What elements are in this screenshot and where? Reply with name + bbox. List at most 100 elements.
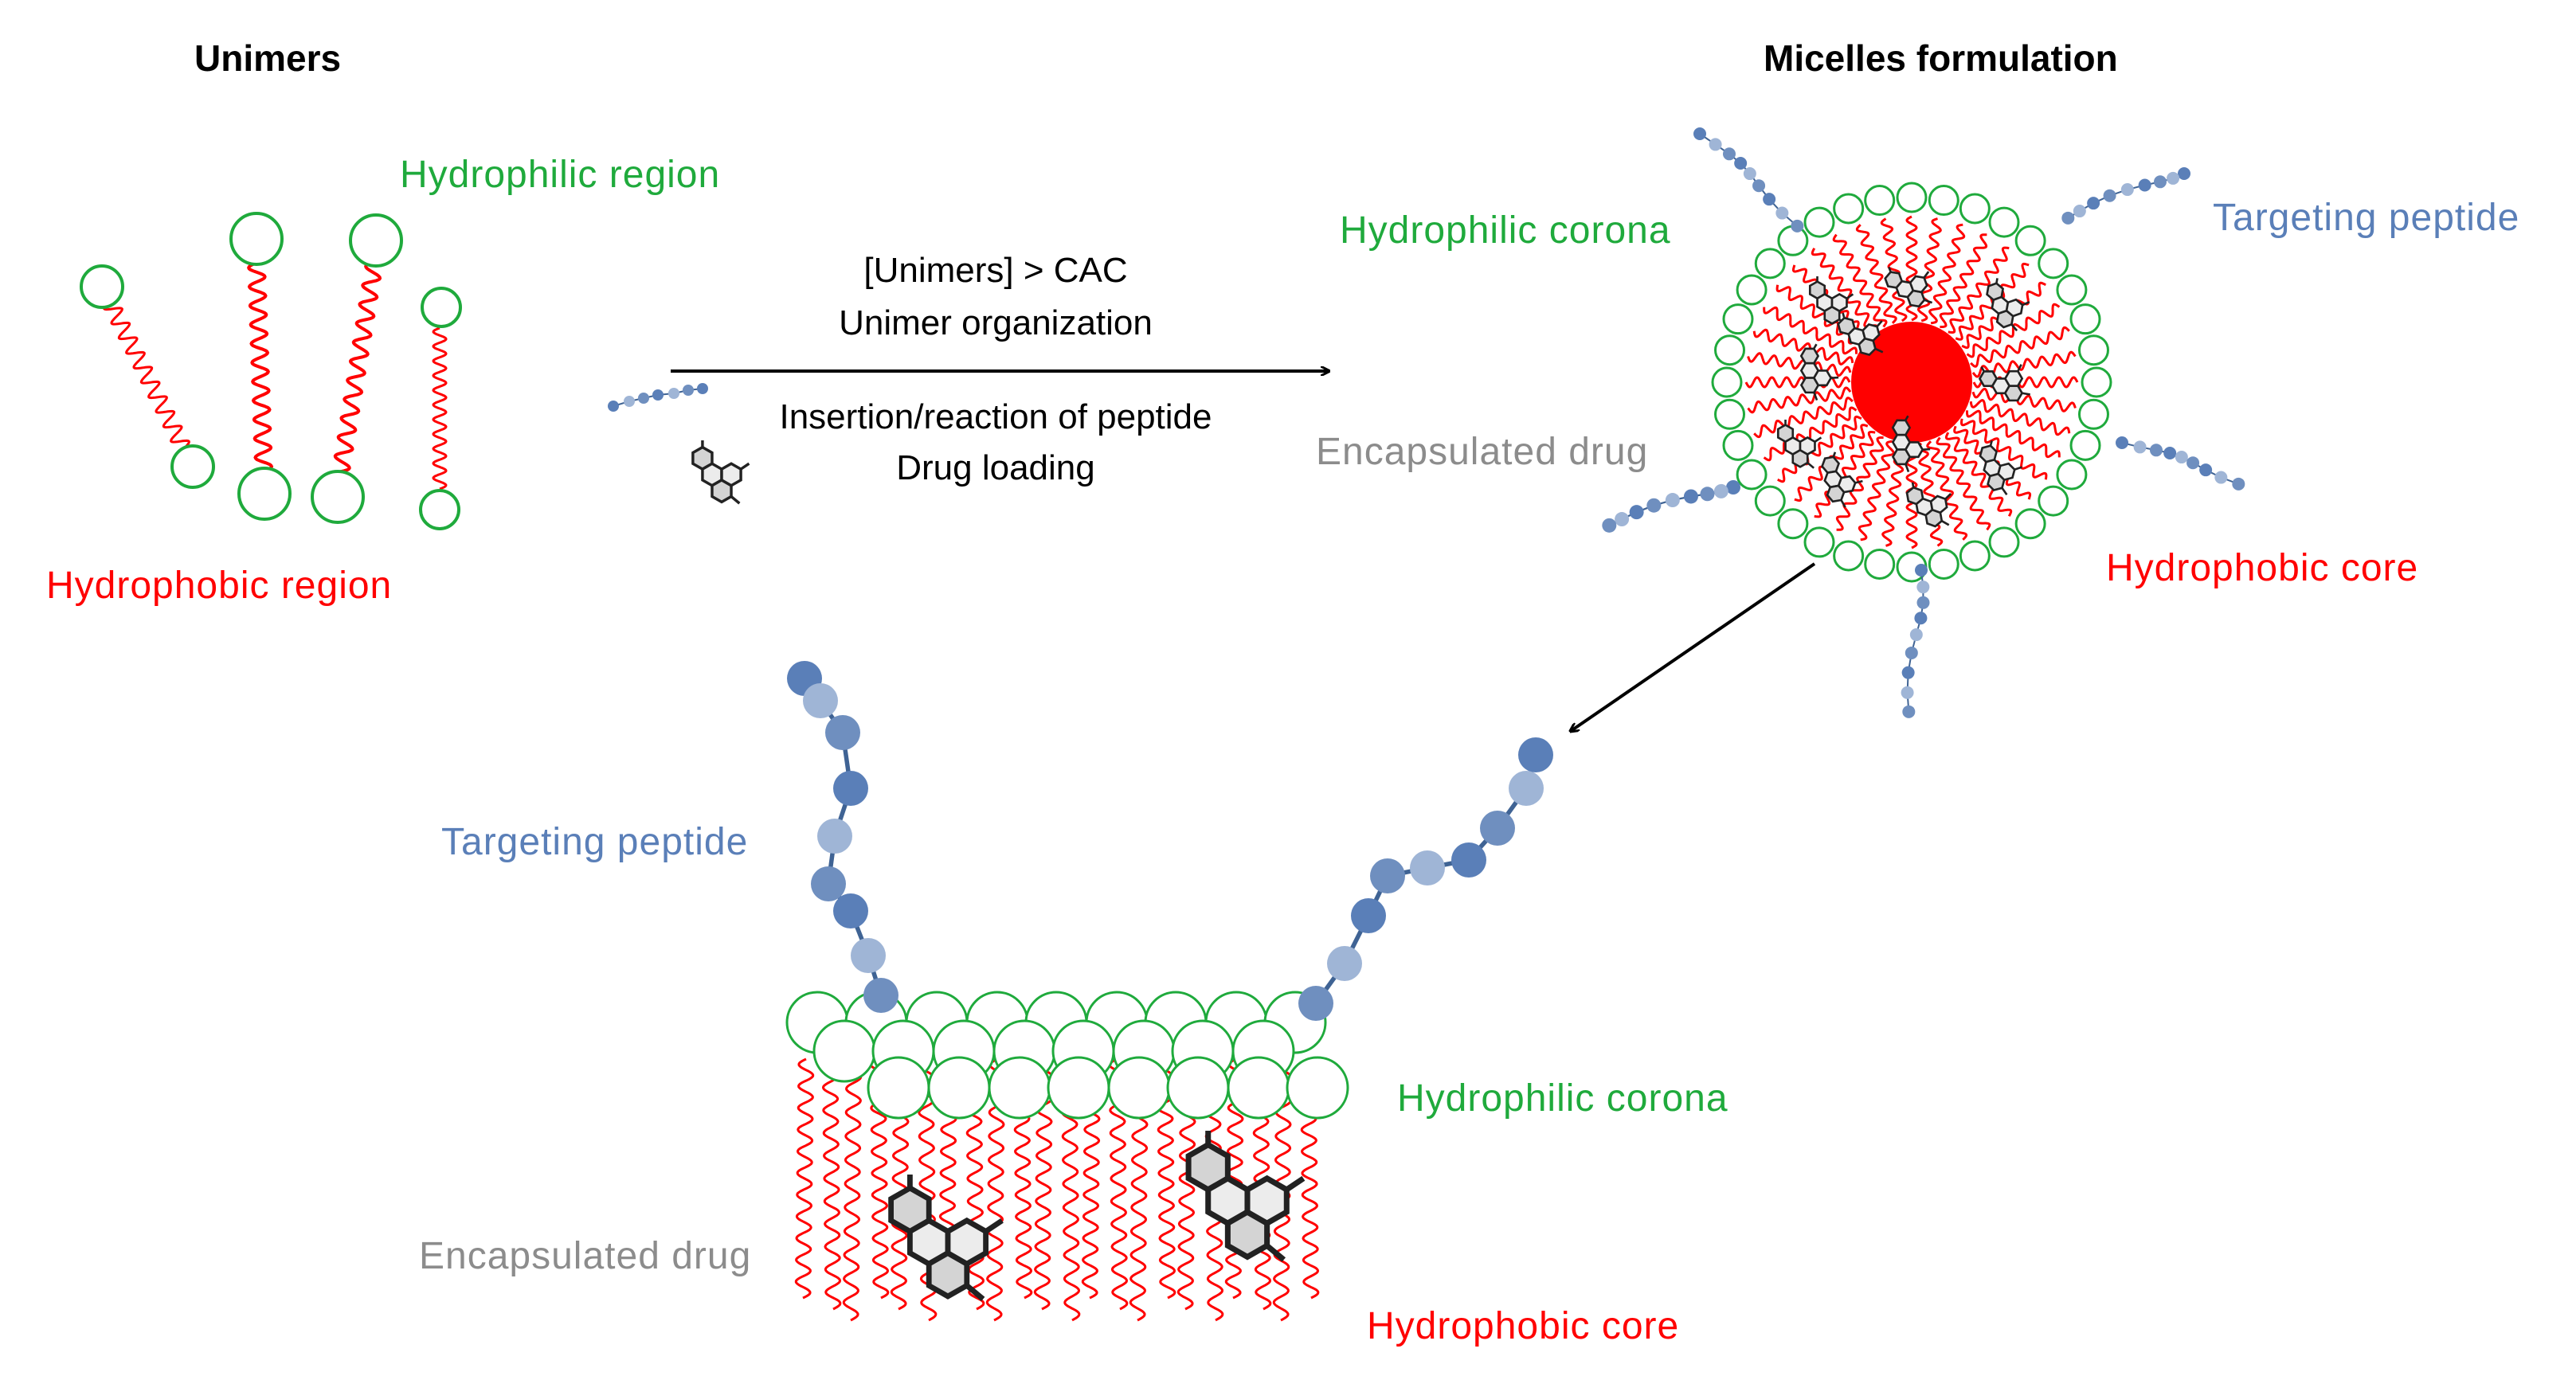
micelle-head	[1777, 508, 1809, 540]
micelle-tail	[1752, 328, 1854, 366]
micelle-peptide-bead	[2214, 471, 2228, 484]
unimer-3-end	[311, 470, 365, 524]
zoom-peptide-label: Targeting peptide	[441, 821, 749, 863]
micelle-peptide-bead	[2232, 477, 2245, 491]
micelle-head	[2077, 334, 2109, 366]
micelle-head	[2081, 366, 2112, 398]
micelle-tail	[1926, 440, 1968, 541]
micelle-peptide-bead	[1916, 596, 1930, 609]
zoom-peptide-right-bead	[1327, 946, 1362, 981]
zoom-tail	[842, 1057, 863, 1322]
zoom-peptide-right-bead	[1370, 858, 1405, 893]
micelle-head	[1833, 193, 1865, 225]
zoom-peptide-left-bead	[863, 978, 898, 1013]
zoom-peptide-right-bead	[1518, 737, 1553, 772]
arrow-label-drug-loading: Drug loading	[896, 448, 1095, 487]
micelle-peptide-bead	[1902, 705, 1916, 718]
micelle-tail	[1814, 431, 1876, 518]
process-arrow-group	[608, 371, 1329, 505]
micelle-peptide-bead	[1914, 612, 1928, 625]
micelle-peptide-bead	[1905, 646, 1918, 659]
zoom-head	[1227, 1056, 1290, 1120]
zoom-head	[867, 1056, 930, 1120]
micelle-head	[1754, 248, 1786, 280]
micelle-peptide-bead	[1909, 628, 1923, 642]
hydrophobic-region-label: Hydrophobic region	[46, 565, 393, 607]
micelle-tail	[1744, 376, 1851, 389]
micelle-peptide-bead	[2175, 451, 2188, 464]
micelle-peptide-bead	[1646, 498, 1662, 513]
micelle-peptide-bead	[1615, 512, 1630, 527]
micelle-peptide-bead	[1752, 179, 1766, 193]
micelle-tail	[1970, 326, 2070, 368]
micelle-tail	[1966, 409, 2061, 459]
micelle-peptide-bead	[2163, 446, 2177, 459]
micelle-head	[2077, 398, 2109, 430]
unimer-2-head	[229, 212, 284, 266]
zoom-peptide-right-bead	[1351, 898, 1386, 933]
micelle-head	[1754, 485, 1786, 517]
micelle-head	[2069, 429, 2101, 461]
micelle-head	[2038, 248, 2069, 280]
zoom-head	[1107, 1056, 1171, 1120]
unimer-3-tail	[330, 261, 382, 492]
micelle-head	[1864, 185, 1896, 217]
micelle-peptide-bead	[1713, 483, 1728, 498]
micelle-peptide-bead	[1901, 686, 1914, 699]
micelle-peptide-bead	[2087, 197, 2100, 210]
micelle-peptide-bead	[2103, 189, 2116, 202]
unimer-3-head	[349, 213, 403, 268]
micelle-peptide-bead	[1665, 493, 1680, 508]
micelle-head	[1736, 459, 1768, 491]
micelle-peptide-bead	[2073, 205, 2086, 218]
micelle-head	[1736, 274, 1768, 306]
zoom-tail	[794, 1057, 815, 1300]
micelle-peptide-bead	[1915, 564, 1928, 577]
micelle-peptide-bead	[1775, 206, 1789, 220]
micelle-head	[2014, 508, 2046, 540]
zoom-peptide-right-bead	[1480, 811, 1515, 846]
micelle-drug-label: Encapsulated drug	[1316, 431, 1649, 473]
micelle-tail	[1916, 217, 1942, 322]
micelle-corona-label: Hydrophilic corona	[1340, 209, 1671, 252]
micelle-head	[1722, 429, 1754, 461]
unimer-1-tail	[95, 285, 198, 465]
micelle-peptide-bead	[1602, 518, 1617, 533]
micelle-tail	[1936, 436, 1991, 531]
micelle-peptide-bead	[2153, 175, 2167, 189]
micelle-peptide-bead	[1763, 193, 1776, 206]
micelle-group	[1571, 127, 2245, 731]
micelle-peptide-bead	[2120, 183, 2134, 197]
arrow-label-peptide-insertion: Insertion/reaction of peptide	[779, 397, 1212, 436]
micelle-tail	[1969, 399, 2071, 436]
micelle-tail	[1835, 436, 1885, 531]
zoom-peptide-left-bead	[817, 819, 852, 854]
zoom-head	[812, 1019, 876, 1083]
micelle-tail	[1777, 415, 1862, 483]
zoom-core-label: Hydrophobic core	[1367, 1305, 1680, 1347]
micelle-peptide-bead	[2199, 463, 2213, 477]
micelle-tail	[1916, 442, 1944, 547]
micelle-head	[1864, 548, 1896, 580]
micelle-peptide-bead	[1743, 167, 1756, 181]
micelle-head	[1722, 303, 1754, 335]
micelle-tail	[1960, 418, 2048, 480]
micelle-tail	[1971, 387, 2077, 412]
zoom-section-group	[785, 661, 1553, 1322]
zoom-arrow	[1571, 562, 1816, 731]
zoom-drug-left	[891, 1175, 1002, 1299]
micelle-head	[2069, 303, 2101, 335]
zoom-peptide-right-bead	[1410, 850, 1445, 885]
micelle-tail	[1944, 432, 2013, 517]
micelle-head	[1833, 540, 1865, 572]
micelle-head	[1959, 193, 1991, 225]
zoom-head	[1286, 1056, 1349, 1120]
micelle-head	[2056, 274, 2088, 306]
micelle-drug	[1784, 339, 1849, 405]
micelle-tail	[1939, 233, 1988, 328]
unimer-2-end	[237, 467, 292, 521]
micelle-head	[1988, 526, 2020, 558]
unimers-title: Unimers	[194, 37, 342, 79]
micelles-title: Micelles formulation	[1764, 37, 2118, 79]
